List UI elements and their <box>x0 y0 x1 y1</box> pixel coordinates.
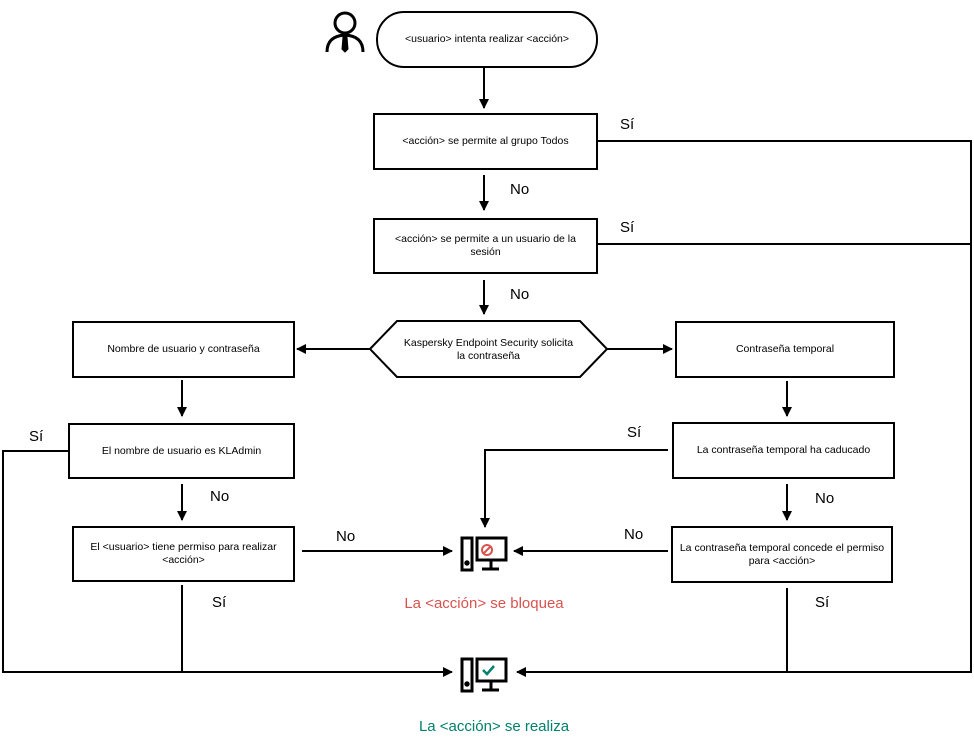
decision-session-user: <acción> se permite a un usuario de la s… <box>373 218 598 274</box>
decision-temp-permission: La contraseña temporal concede el permis… <box>671 526 893 583</box>
decision-temp-expired: La contraseña temporal ha caducado <box>672 422 895 479</box>
computer-blocked-icon <box>460 536 508 572</box>
decision-all-group: <acción> se permite al grupo Todos <box>373 113 598 170</box>
yes-label: Sí <box>620 219 635 236</box>
result-allowed: La <acción> se realiza <box>418 718 570 735</box>
result-blocked: La <acción> se bloquea <box>404 595 564 612</box>
yes-label: Sí <box>212 594 227 611</box>
no-label: No <box>210 488 230 505</box>
no-label: No <box>510 181 530 198</box>
yes-label: Sí <box>620 116 635 133</box>
arrow <box>480 449 668 528</box>
user-icon <box>325 11 365 53</box>
decision-user-permission: El <usuario> tiene permiso para realizar… <box>72 526 295 582</box>
computer-check-icon <box>460 657 508 693</box>
decision-password-prompt-label: Kaspersky Endpoint Security solicita la … <box>403 336 574 362</box>
no-label: No <box>624 526 644 543</box>
no-label: No <box>815 490 835 507</box>
no-label: No <box>510 286 530 303</box>
username-password-node: Nombre de usuario y contraseña <box>72 321 295 378</box>
yes-path-right <box>516 140 972 677</box>
no-label: No <box>336 528 356 545</box>
decision-kladmin: El nombre de usuario es KLAdmin <box>68 423 295 479</box>
yes-label: Sí <box>29 428 44 445</box>
temp-password-node: Contraseña temporal <box>675 321 895 378</box>
yes-label: Sí <box>815 594 830 611</box>
yes-label: Sí <box>627 424 642 441</box>
start-node: <usuario> intenta realizar <acción> <box>376 11 598 68</box>
yes-path-left <box>2 450 453 677</box>
decision-hexagon <box>368 320 609 378</box>
